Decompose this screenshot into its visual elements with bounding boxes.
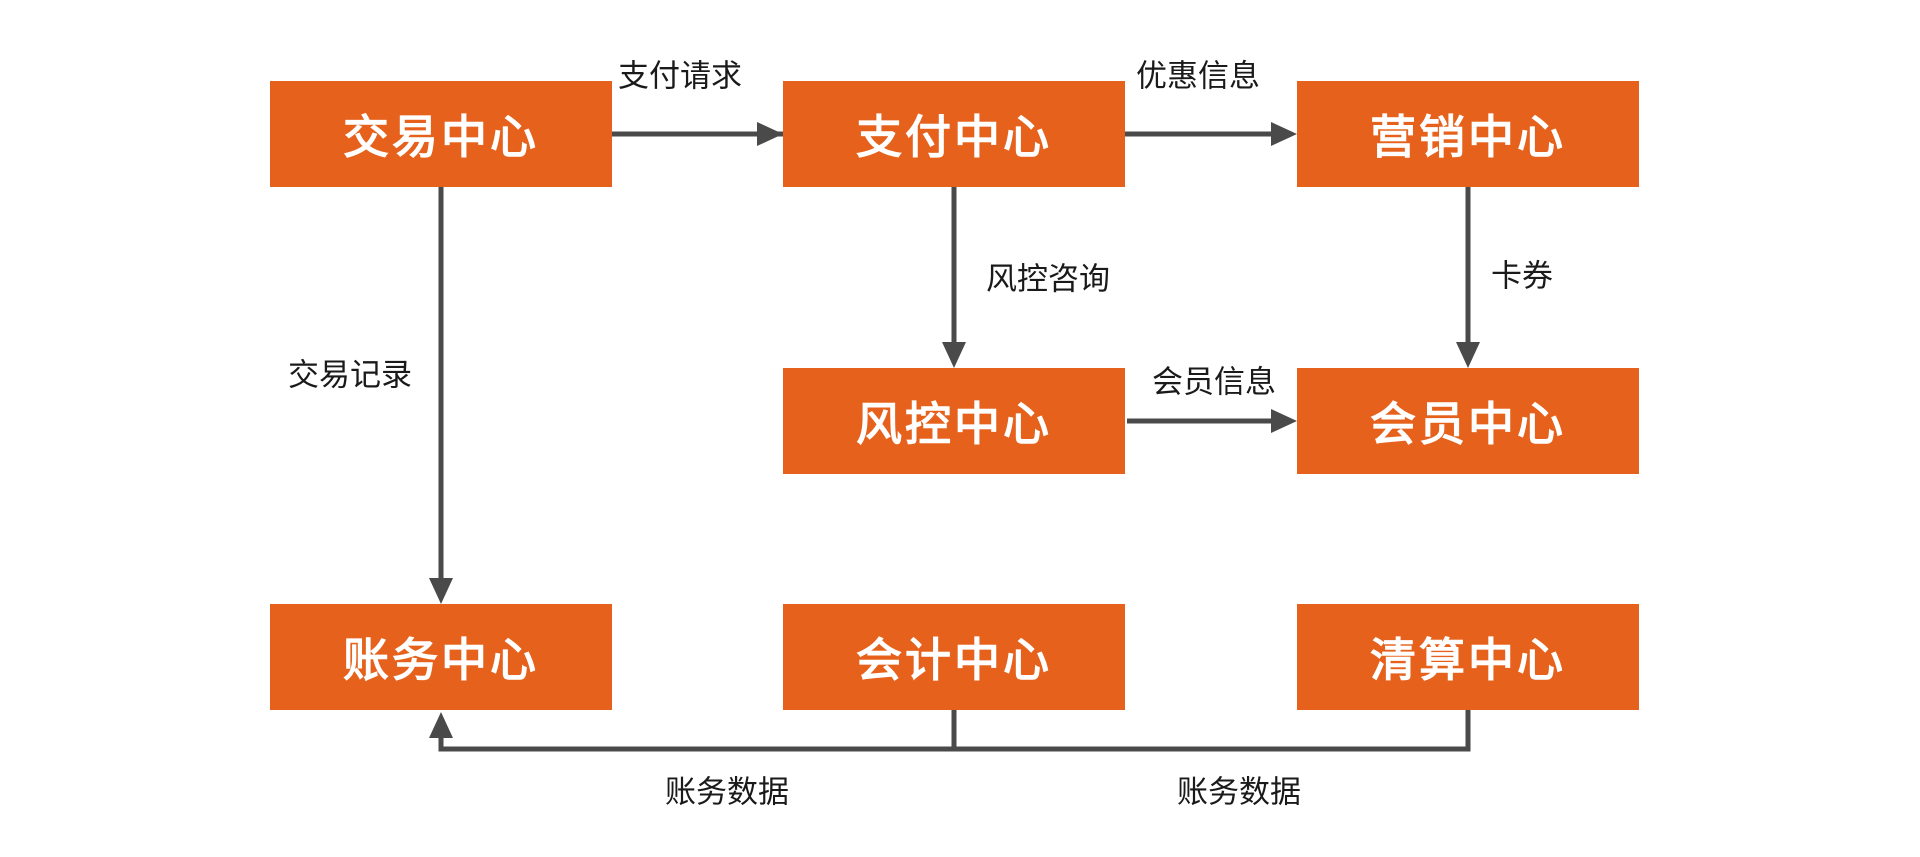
edge-label-member-info: 会员信息 bbox=[1152, 364, 1276, 401]
node-marketing-center: 营销中心 bbox=[1297, 81, 1639, 187]
node-member-center: 会员中心 bbox=[1297, 368, 1639, 474]
edge-label-payment-request: 支付请求 bbox=[618, 58, 742, 95]
edge-label-risk-consult: 风控咨询 bbox=[986, 261, 1110, 298]
node-accounting-center: 会计中心 bbox=[783, 604, 1125, 710]
node-trade-center: 交易中心 bbox=[270, 81, 612, 187]
edge-label-trade-record: 交易记录 bbox=[288, 357, 412, 394]
edge-label-card-coupon: 卡券 bbox=[1491, 258, 1553, 295]
node-risk-center: 风控中心 bbox=[783, 368, 1125, 474]
node-payment-center: 支付中心 bbox=[783, 81, 1125, 187]
edge-label-billing-data-right: 账务数据 bbox=[1177, 774, 1301, 811]
node-clearing-center: 清算中心 bbox=[1297, 604, 1639, 710]
node-billing-center: 账务中心 bbox=[270, 604, 612, 710]
edge-label-billing-data-left: 账务数据 bbox=[665, 774, 789, 811]
edge-label-discount-info: 优惠信息 bbox=[1136, 58, 1260, 95]
